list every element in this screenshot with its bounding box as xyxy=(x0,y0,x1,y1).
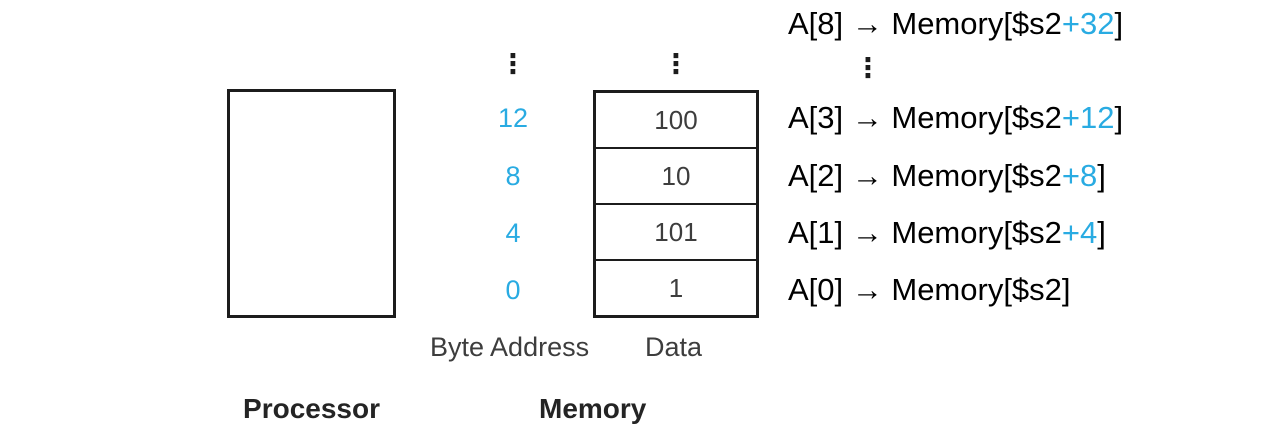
byte-address-value: 0 xyxy=(505,275,521,305)
memory-cell: 10 xyxy=(596,149,756,205)
mapping-line: A[1] → Memory[$s2+4] xyxy=(788,214,1106,252)
mapping-line: A[8] → Memory[$s2+32] xyxy=(788,5,1123,43)
byte-address-value: 4 xyxy=(505,218,521,248)
memory-table: 100 10 101 1 xyxy=(593,90,759,318)
mapping-suffix: ] xyxy=(1114,100,1124,135)
mapping-offset: +12 xyxy=(1061,100,1115,135)
mapping-line: A[2] → Memory[$s2+8] xyxy=(788,157,1106,195)
mapping-offset: +4 xyxy=(1061,215,1098,250)
mapping-suffix: ] xyxy=(1061,272,1071,307)
byte-address-value: 8 xyxy=(505,161,521,191)
mapping-offset: +8 xyxy=(1061,158,1098,193)
mapping-offset: +32 xyxy=(1061,6,1115,41)
vertical-ellipsis-icon: ⋮ xyxy=(662,49,690,80)
processor-label: Processor xyxy=(243,393,380,424)
byte-address-column-label: Byte Address xyxy=(430,332,590,362)
memory-cell: 100 xyxy=(596,93,756,149)
memory-cell: 101 xyxy=(596,205,756,261)
data-column-label: Data xyxy=(645,332,703,362)
memory-label: Memory xyxy=(539,393,647,424)
mapping-prefix: A[8] → Memory[$s2 xyxy=(788,6,1062,41)
mapping-prefix: A[2] → Memory[$s2 xyxy=(788,158,1062,193)
processor-box xyxy=(227,89,396,318)
mapping-line: A[3] → Memory[$s2+12] xyxy=(788,99,1123,137)
mapping-prefix: A[0] → Memory[$s2 xyxy=(788,272,1062,307)
vertical-ellipsis-icon: ⋮ xyxy=(499,49,527,80)
mapping-suffix: ] xyxy=(1097,158,1106,193)
byte-address-value: 12 xyxy=(497,103,529,133)
mapping-prefix: A[3] → Memory[$s2 xyxy=(788,100,1062,135)
mapping-suffix: ] xyxy=(1097,215,1106,250)
memory-cell: 1 xyxy=(668,272,684,303)
vertical-ellipsis-icon: ⋮ xyxy=(854,53,882,84)
mapping-suffix: ] xyxy=(1114,6,1124,41)
mapping-prefix: A[1] → Memory[$s2 xyxy=(788,215,1062,250)
mapping-line: A[0] → Memory[$s2] xyxy=(788,271,1071,309)
